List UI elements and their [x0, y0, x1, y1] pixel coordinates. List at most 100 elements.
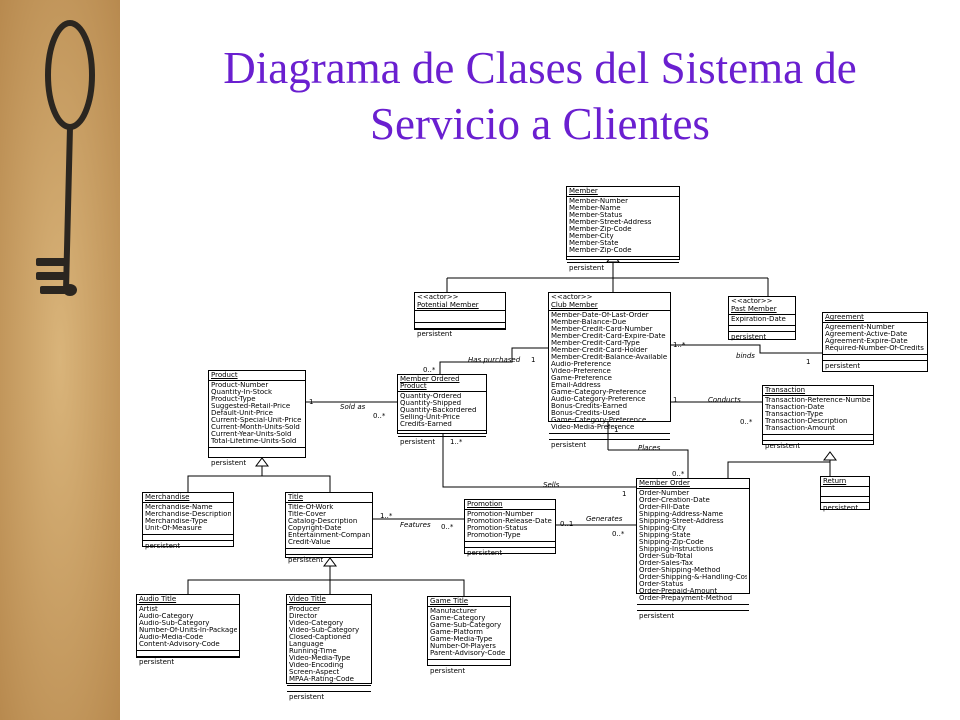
class-stereotype: <<actor>> — [417, 293, 459, 301]
attr: Member-Credit-Balance-Available — [551, 354, 668, 361]
attr: Entertainment-Company — [288, 532, 370, 539]
attr: Quantity-In-Stock — [211, 389, 273, 396]
attr: Email-Address — [551, 382, 601, 389]
assoc-label-generates: Generates — [586, 515, 623, 523]
class-agreement[interactable]: Agreement Agreement-Number Agreement-Act… — [822, 312, 928, 372]
old-key-image — [0, 0, 120, 720]
attr: Order-Fill-Date — [639, 504, 690, 511]
attr: Order-Sales-Tax — [639, 560, 694, 567]
mult-label: 1 — [531, 356, 536, 364]
attr: Selling-Unit-Price — [400, 414, 460, 421]
attr: Game-Platform — [430, 629, 483, 636]
mult-label: 0..* — [441, 523, 454, 531]
mult-label: 0..* — [672, 470, 685, 478]
attr: Member-Credit-Card-Type — [551, 340, 640, 347]
attr: Quantity-Backordered — [400, 407, 477, 414]
class-operations — [286, 549, 372, 555]
class-transaction[interactable]: Transaction Transaction-Reference-Number… — [762, 385, 874, 450]
class-operations — [567, 257, 679, 263]
class-attributes: Quantity-Ordered Quantity-Shipped Quanti… — [398, 392, 486, 431]
slide-title-line-1: Diagrama de Clases del Sistema de — [223, 43, 857, 93]
attr: Order-Shipping-&-Handling-Cost — [639, 574, 747, 581]
attr: Unit-Of-Measure — [145, 525, 202, 532]
class-attributes: Order-Number Order-Creation-Date Order-F… — [637, 489, 749, 605]
class-return[interactable]: Return persistent — [820, 476, 870, 512]
attr: Screen-Aspect — [289, 669, 340, 676]
class-name: Game Title — [428, 597, 510, 607]
attr: Member-Date-Of-Last-Order — [551, 312, 649, 319]
class-member-order[interactable]: Member Order Order-Number Order-Creation… — [636, 478, 750, 620]
attr: Title-Of-Work — [288, 504, 334, 511]
attr: Product-Number — [211, 382, 269, 389]
class-game-title[interactable]: Game Title Manufacturer Game-Category Ga… — [427, 596, 511, 675]
class-member-ordered-product[interactable]: Member Ordered Product Quantity-Ordered … — [397, 374, 487, 446]
class-attributes: Manufacturer Game-Category Game-Sub-Cate… — [428, 607, 510, 660]
class-video-title[interactable]: Video Title Producer Director Video-Cate… — [286, 594, 372, 701]
class-merchandise[interactable]: Merchandise Merchandise-Name Merchandise… — [142, 492, 234, 550]
persistence: persistent — [288, 556, 324, 564]
class-operations — [209, 448, 305, 458]
attr: Game-Category — [430, 615, 486, 622]
mult-label: 1 — [309, 398, 314, 406]
assoc-label-binds: binds — [736, 352, 755, 360]
attr: Transaction-Date — [765, 404, 825, 411]
class-attributes: Expiration-Date — [729, 315, 795, 326]
attr: Agreement-Active-Date — [825, 331, 908, 338]
class-attributes: Agreement-Number Agreement-Active-Date A… — [823, 323, 927, 355]
persistence: persistent — [417, 330, 453, 338]
class-audio-title[interactable]: Audio Title Artist Audio-Category Audio-… — [136, 594, 240, 666]
class-title[interactable]: Title Title-Of-Work Title-Cover Catalog-… — [285, 492, 373, 564]
mult-label: 1..* — [380, 512, 393, 520]
attr: Title-Cover — [288, 511, 327, 518]
class-club-member[interactable]: <<actor>> Club Member Member-Date-Of-Las… — [548, 292, 671, 449]
attr: Running-Time — [289, 648, 337, 655]
attr: Promotion-Number — [467, 511, 534, 518]
attr: Current-Year-Units-Sold — [211, 431, 292, 438]
class-attributes — [415, 311, 505, 323]
class-attributes: Title-Of-Work Title-Cover Catalog-Descri… — [286, 503, 372, 549]
class-potential-member[interactable]: <<actor>> Potential Member persistent — [414, 292, 506, 338]
attr: Member-Zip-Code — [569, 226, 632, 233]
assoc-label-features: Features — [400, 521, 431, 529]
class-operations — [428, 660, 510, 666]
mult-label: 1..* — [673, 341, 686, 349]
attr: Audio-Category-Preference — [551, 396, 646, 403]
class-operations — [823, 355, 927, 361]
persistence: persistent — [569, 264, 605, 272]
class-member[interactable]: Member Member-Number Member-Name Member-… — [566, 186, 680, 272]
class-past-member[interactable]: <<actor>> Past Member Expiration-Date pe… — [728, 296, 796, 341]
slide-title: Diagrama de Clases del Sistema de Servic… — [160, 40, 920, 152]
attr: Parent-Advisory-Code — [430, 650, 506, 657]
class-attributes: Promotion-Number Promotion-Release-Date … — [465, 510, 555, 542]
persistence: persistent — [639, 612, 675, 620]
class-stereotype: <<actor>> — [551, 293, 593, 301]
attr: Credits-Earned — [400, 421, 452, 428]
attr: Agreement-Expire-Date — [825, 338, 908, 345]
class-promotion[interactable]: Promotion Promotion-Number Promotion-Rel… — [464, 499, 556, 557]
class-operations — [549, 434, 670, 440]
attr: Current-Special-Unit-Price — [211, 417, 302, 424]
attr: Shipping-State — [639, 532, 691, 539]
persistence: persistent — [145, 542, 181, 550]
attr: Member-Name — [569, 205, 621, 212]
class-attributes: Transaction-Reference-Number Transaction… — [763, 396, 873, 435]
class-name: Member — [567, 187, 679, 197]
class-name: Audio Title — [137, 595, 239, 605]
attr: Quantity-Ordered — [400, 393, 462, 400]
class-attributes: Artist Audio-Category Audio-Sub-Category… — [137, 605, 239, 651]
class-product[interactable]: Product Product-Number Quantity-In-Stock… — [208, 370, 306, 467]
persistence: persistent — [551, 441, 587, 449]
class-name: Member Ordered Product — [398, 375, 486, 392]
persistence: persistent — [765, 442, 801, 450]
attr: Order-Creation-Date — [639, 497, 710, 504]
class-name: Member Order — [637, 479, 749, 489]
attr: Transaction-Amount — [765, 425, 835, 432]
class-operations — [415, 323, 505, 329]
assoc-label-sold-as: Sold as — [340, 403, 366, 411]
attr: Transaction-Reference-Number — [765, 397, 871, 404]
attr: Audio-Preference — [551, 361, 612, 368]
attr: Video-Media-Type — [289, 655, 351, 662]
attr: Member-Credit-Card-Number — [551, 326, 653, 333]
attr: Video-Sub-Category — [289, 627, 360, 634]
